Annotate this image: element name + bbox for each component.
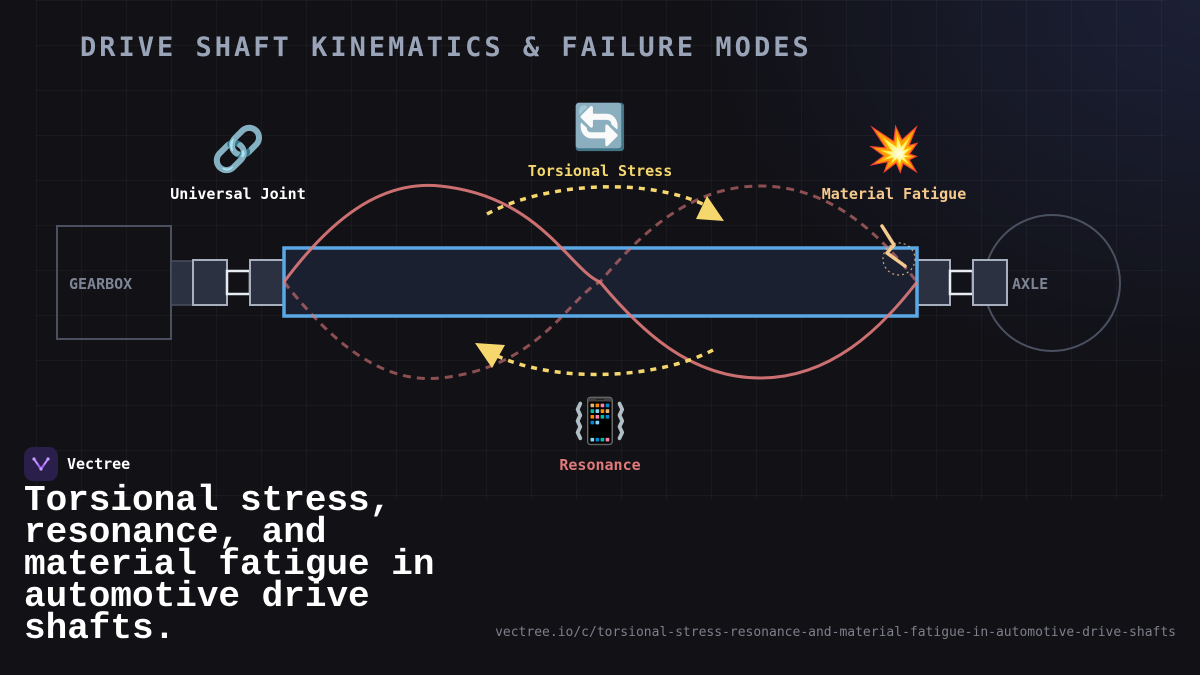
resonance-label: Resonance bbox=[559, 456, 641, 474]
material-fatigue-label: Material Fatigue bbox=[821, 185, 967, 203]
left-yoke-inner bbox=[249, 259, 285, 306]
right-yoke-inner bbox=[915, 259, 951, 306]
page-title: DRIVE SHAFT KINEMATICS & FAILURE MODES bbox=[80, 32, 812, 63]
headline: Torsional stress, resonance, and materia… bbox=[24, 480, 435, 649]
vibration-wave-dashed bbox=[282, 184, 919, 381]
left-yoke-outer bbox=[192, 259, 228, 306]
torsional-stress-label: Torsional Stress bbox=[527, 162, 673, 180]
vectree-logo-icon bbox=[24, 447, 58, 481]
fatigue-crack-line bbox=[880, 224, 907, 268]
fatigue-crack-halo bbox=[882, 242, 916, 276]
torsion-arrow-top bbox=[486, 185, 706, 216]
axle-label: AXLE bbox=[1012, 275, 1048, 293]
brand: Vectree bbox=[24, 447, 130, 481]
torsion-arrow-bottom bbox=[494, 348, 714, 377]
brand-name: Vectree bbox=[67, 455, 131, 473]
source-url[interactable]: vectree.io/c/torsional-stress-resonance-… bbox=[495, 625, 1176, 640]
rotation-arrows-icon: 🔄 bbox=[572, 102, 628, 153]
torsion-arrowhead-bottom bbox=[475, 343, 505, 368]
gearbox-label: GEARBOX bbox=[69, 275, 132, 293]
collision-icon: 💥 bbox=[866, 124, 922, 175]
gearbox-output-stub bbox=[170, 260, 195, 306]
link-icon: 🔗 bbox=[210, 124, 266, 175]
vibrating-phone-icon: 📳 bbox=[572, 396, 628, 447]
right-yoke-outer bbox=[972, 259, 1008, 306]
left-cross-pin bbox=[225, 269, 252, 296]
right-cross-pin bbox=[948, 269, 975, 296]
torsion-arrowhead-top bbox=[696, 196, 724, 221]
universal-joint-label: Universal Joint bbox=[170, 185, 306, 203]
